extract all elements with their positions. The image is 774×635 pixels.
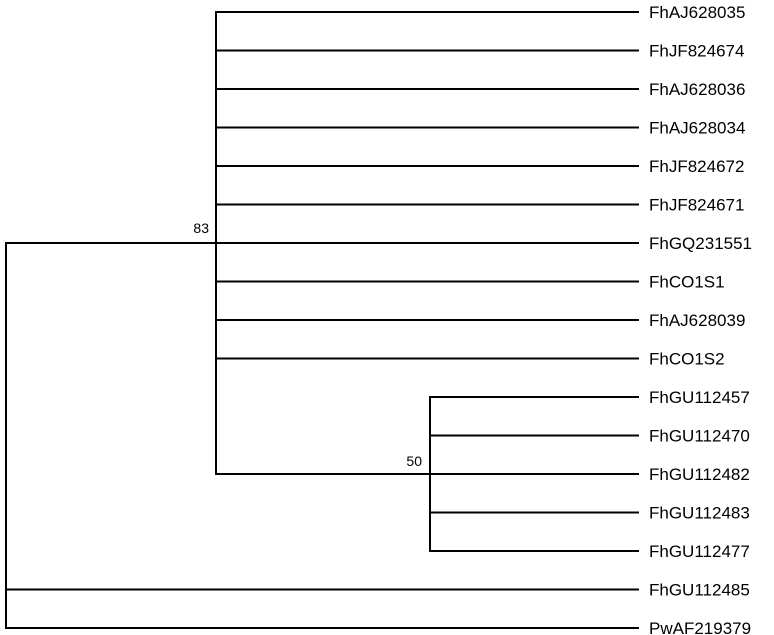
leaf-label-fhgu112483: FhGU112483 [649,504,750,523]
leaf-label-fhgq231551: FhGQ231551 [649,234,752,253]
leaf-labels: FhAJ628035FhJF824674FhAJ628036FhAJ628034… [649,3,752,635]
leaf-label-fhgu112485: FhGU112485 [649,581,750,600]
leaf-label-fhaj628035: FhAJ628035 [649,3,745,22]
leaf-label-fhaj628034: FhAJ628034 [649,119,745,138]
leaf-label-fhco1s1: FhCO1S1 [649,273,725,292]
leaf-label-fhjf824674: FhJF824674 [649,42,744,61]
leaf-label-fhaj628039: FhAJ628039 [649,311,745,330]
leaf-label-fhgu112477: FhGU112477 [649,542,750,561]
leaf-label-fhjf824671: FhJF824671 [649,196,744,215]
leaf-label-pwaf219379: PwAF219379 [649,619,751,635]
leaf-label-fhgu112482: FhGU112482 [649,465,750,484]
leaf-label-fhgu112470: FhGU112470 [649,427,750,446]
leaf-label-fhaj628036: FhAJ628036 [649,80,745,99]
support-value-subclade: 50 [406,453,422,469]
support-value-main-clade: 83 [193,220,209,236]
leaf-label-fhgu112457: FhGU112457 [649,388,750,407]
leaf-label-fhjf824672: FhJF824672 [649,157,744,176]
tree-branches [5,11,639,629]
leaf-label-fhco1s2: FhCO1S2 [649,350,725,369]
